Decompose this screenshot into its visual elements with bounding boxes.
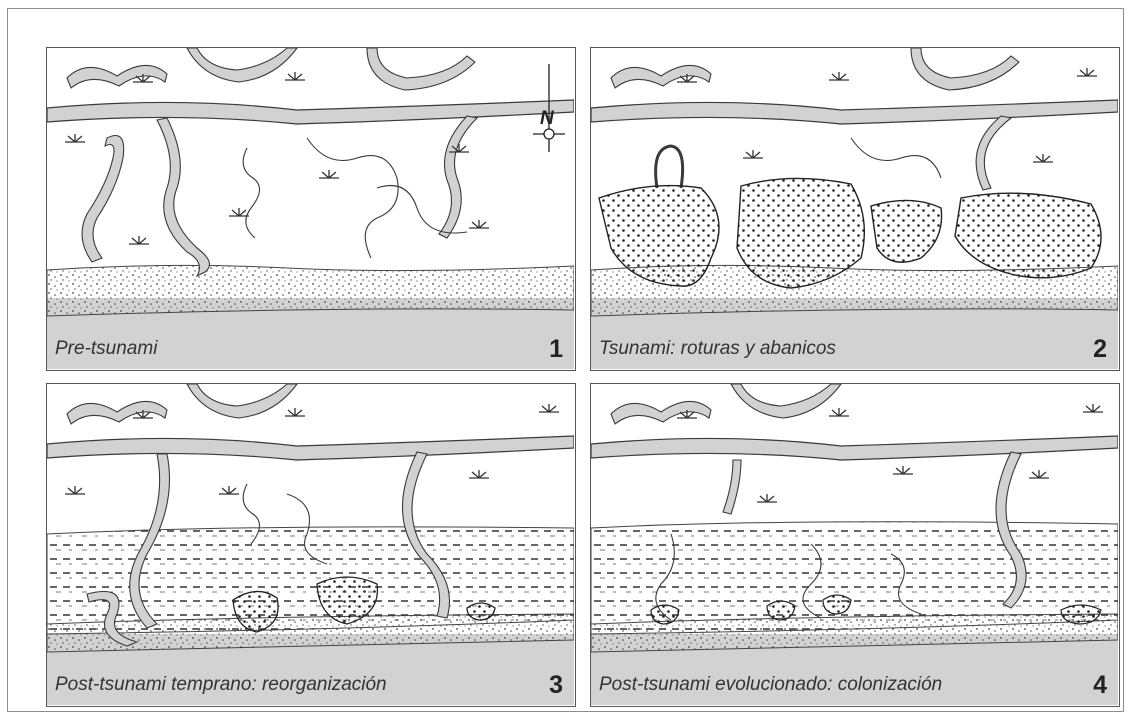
channel-loop xyxy=(656,146,683,188)
channel-branch xyxy=(731,384,841,418)
channel-branch xyxy=(187,384,297,418)
panel-number: 2 xyxy=(1093,335,1107,364)
panel-number: 4 xyxy=(1093,671,1107,700)
marsh-grass-icon xyxy=(219,486,239,494)
channel-branch xyxy=(911,48,1019,90)
north-label: N xyxy=(540,108,555,129)
beach-sand xyxy=(47,265,574,316)
marsh-grass-icon xyxy=(319,170,339,178)
figure-frame: N Pre-tsunami 1 Tsunami: roturas y ab xyxy=(7,8,1124,712)
marsh-grass-icon xyxy=(469,470,489,478)
panel-caption: Pre-tsunami xyxy=(55,338,157,360)
marsh-grass-icon xyxy=(1083,404,1103,412)
small-creek xyxy=(851,138,941,178)
washover-fan xyxy=(955,193,1101,278)
panel-number: 1 xyxy=(549,335,563,364)
panel-post-tsunami-early: Post-tsunami temprano: reorganización 3 xyxy=(46,383,576,707)
main-channel xyxy=(591,100,1118,124)
tidal-creek xyxy=(439,116,477,238)
marsh-grass-icon xyxy=(539,404,559,412)
marsh-grass-icon xyxy=(129,236,149,244)
panel-3-map xyxy=(47,384,574,705)
tidal-creek xyxy=(976,116,1011,190)
tidal-creek xyxy=(157,118,210,276)
marsh-grass-icon xyxy=(743,150,763,158)
panel-2-map xyxy=(591,48,1118,369)
tidal-creek xyxy=(723,460,741,514)
channel-branch xyxy=(187,48,297,82)
main-channel xyxy=(47,100,574,124)
panel-post-tsunami-evolved: Post-tsunami evolucionado: colonización … xyxy=(590,383,1120,707)
marsh-grass-icon xyxy=(1029,470,1049,478)
panel-pre-tsunami: N Pre-tsunami 1 xyxy=(46,47,576,371)
marsh-grass-icon xyxy=(829,72,849,80)
marsh-grass-icon xyxy=(1077,68,1097,76)
marsh-grass-icon xyxy=(65,134,85,142)
small-creek xyxy=(243,148,259,238)
channel-branch xyxy=(611,65,711,88)
marsh-grass-icon xyxy=(285,408,305,416)
small-creek xyxy=(307,138,398,258)
panel-4-map xyxy=(591,384,1118,705)
washover-fan xyxy=(871,200,942,262)
main-channel xyxy=(47,436,574,460)
panel-caption: Post-tsunami temprano: reorganización xyxy=(55,674,387,696)
marsh-grass-icon xyxy=(829,408,849,416)
tidal-creek xyxy=(82,136,124,263)
marsh-grass-icon xyxy=(229,208,249,216)
panel-caption: Post-tsunami evolucionado: colonización xyxy=(599,674,942,696)
main-channel xyxy=(591,436,1118,460)
channel-branch xyxy=(67,401,167,424)
panel-tsunami: Tsunami: roturas y abanicos 2 xyxy=(590,47,1120,371)
channel-branch xyxy=(611,401,711,424)
marsh-grass-icon xyxy=(469,220,489,228)
channel-branch xyxy=(67,65,167,88)
marsh-grass-icon xyxy=(1033,154,1053,162)
marsh-grass-icon xyxy=(893,466,913,474)
marsh-grass-icon xyxy=(285,72,305,80)
marsh-grass-icon xyxy=(65,486,85,494)
panel-1-map: N xyxy=(47,48,574,369)
marsh-grass-icon xyxy=(757,494,777,502)
channel-branch xyxy=(367,48,475,90)
panel-caption: Tsunami: roturas y abanicos xyxy=(599,338,836,360)
panel-number: 3 xyxy=(549,671,563,700)
